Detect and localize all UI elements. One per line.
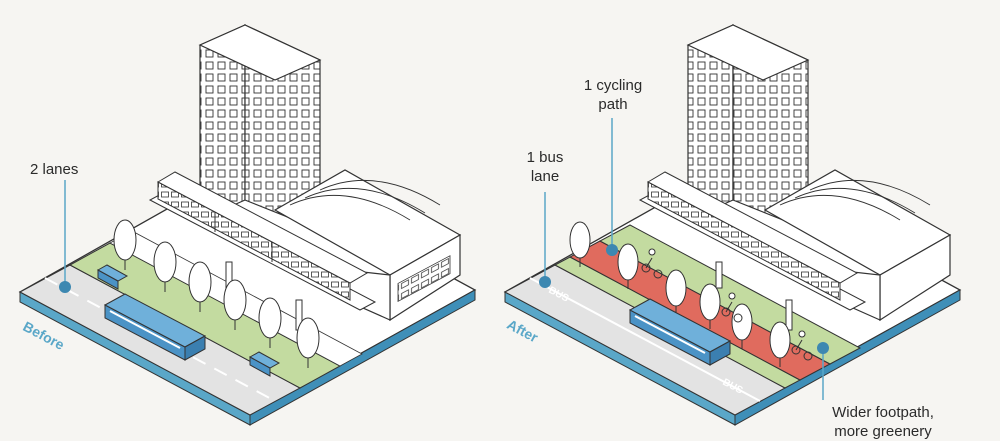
after-footpath-label: Wider footpath, more greenery [808,403,958,441]
after-bus-callout-dot [539,276,551,288]
before-tower [198,24,322,231]
before-scene [18,24,477,426]
after-market-hall [763,169,952,322]
before-base-edge-right [249,289,476,426]
before-bus [103,293,207,361]
after-bus [628,298,732,366]
after-cyclists [641,248,813,361]
before-lanes-label: 2 lanes [30,161,79,178]
after-bus-lane-label-line1: 1 bus [526,149,564,166]
before-market-hall [273,169,462,322]
after-elevated-rail [638,171,867,331]
after-footpath-callout-dot [817,342,829,354]
after-cycling-label-line2: path [598,96,628,113]
after-cycling-label: 1 cycling path [568,76,658,114]
before-car-1 [96,264,129,290]
before-car-2 [248,351,281,377]
before-trees [113,219,320,368]
after-bus-lane-label: 1 bus lane [515,148,575,186]
after-base-edge-right [734,289,961,426]
before-lanes-callout-dot [59,281,71,293]
after-cycling-callout-dot [606,244,618,256]
after-bus-lane-line [529,277,761,402]
after-cycling-label-line1: 1 cycling [583,77,643,94]
after-footpath-label-line2: more greenery [834,423,932,440]
before-elevated-rail [148,171,377,331]
after-tower [686,24,810,231]
after-trees [569,221,791,367]
after-bus-lane-label-line2: lane [530,168,560,185]
after-scene [503,24,962,426]
after-footpath-label-line1: Wider footpath, [832,404,934,421]
